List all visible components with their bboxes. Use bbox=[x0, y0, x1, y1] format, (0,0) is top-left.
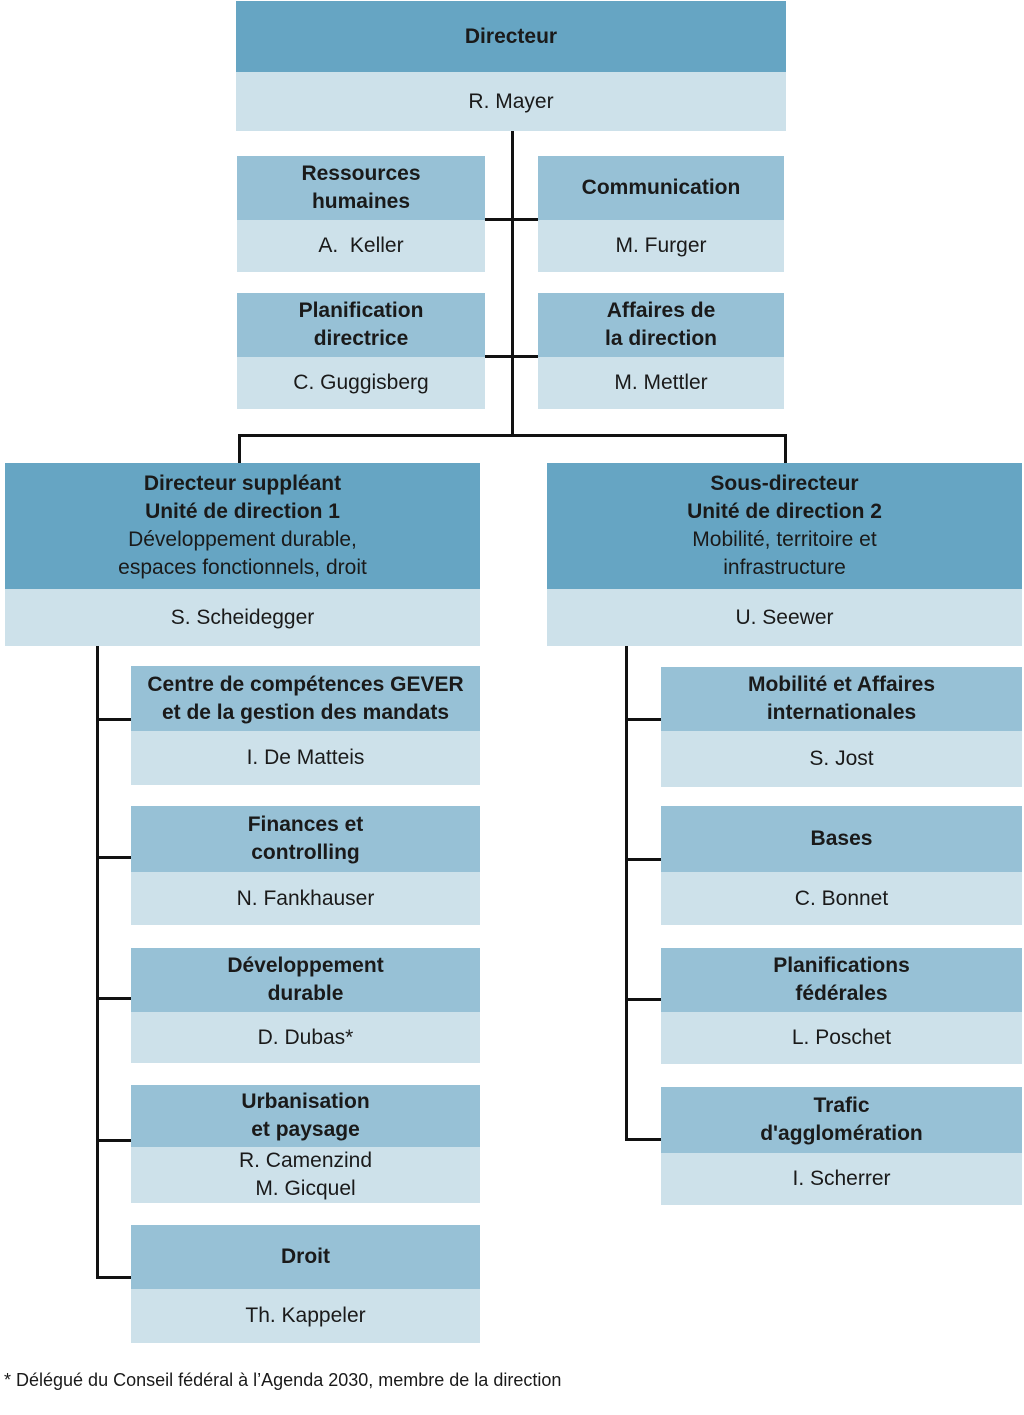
section-title: Planifications fédérales bbox=[661, 948, 1022, 1012]
unit2-drop bbox=[784, 434, 787, 464]
unit2-header: Sous-directeur Unité de direction 2 Mobi… bbox=[547, 463, 1022, 589]
unit1-spine bbox=[96, 645, 99, 1279]
section-name: I. De Matteis bbox=[131, 731, 480, 785]
unit1-branch-4 bbox=[96, 1139, 131, 1142]
staff-connector-2 bbox=[485, 355, 538, 358]
staff-name: M. Furger bbox=[538, 220, 784, 272]
trunk-line bbox=[511, 130, 514, 436]
staff-title: Ressources humaines bbox=[237, 156, 485, 220]
section-urbanisation: Urbanisation et paysage R. Camenzind M. … bbox=[131, 1085, 480, 1203]
unit1-branch-1 bbox=[96, 718, 131, 721]
unit1-branch-5 bbox=[96, 1276, 131, 1279]
director-name: R. Mayer bbox=[236, 72, 786, 131]
staff-box-planning: Planification directrice C. Guggisberg bbox=[237, 293, 485, 409]
section-title: Finances et controlling bbox=[131, 806, 480, 872]
unit1-drop bbox=[238, 434, 241, 464]
section-name: D. Dubas* bbox=[131, 1012, 480, 1063]
section-title: Mobilité et Affaires internationales bbox=[661, 667, 1022, 731]
section-title: Trafic d'agglomération bbox=[661, 1087, 1022, 1153]
unit1-branch-3 bbox=[96, 997, 131, 1000]
staff-name: M. Mettler bbox=[538, 357, 784, 409]
section-gever: Centre de compétences GEVER et de la ges… bbox=[131, 666, 480, 785]
unit1-box: Directeur suppléant Unité de direction 1… bbox=[5, 463, 480, 646]
unit2-box: Sous-directeur Unité de direction 2 Mobi… bbox=[547, 463, 1022, 646]
unit1-name: S. Scheidegger bbox=[5, 589, 480, 646]
footnote: * Délégué du Conseil fédéral à l’Agenda … bbox=[4, 1370, 562, 1390]
section-federal-planning: Planifications fédérales L. Poschet bbox=[661, 948, 1022, 1064]
staff-title: Communication bbox=[538, 156, 784, 220]
section-name: N. Fankhauser bbox=[131, 872, 480, 925]
section-name: Th. Kappeler bbox=[131, 1289, 480, 1343]
staff-box-communication: Communication M. Furger bbox=[538, 156, 784, 272]
unit1-header: Directeur suppléant Unité de direction 1… bbox=[5, 463, 480, 589]
section-title: Bases bbox=[661, 806, 1022, 872]
unit1-branch-2 bbox=[96, 856, 131, 859]
unit2-branch-4 bbox=[625, 1138, 661, 1141]
section-law: Droit Th. Kappeler bbox=[131, 1225, 480, 1343]
director-box: Directeur R. Mayer bbox=[236, 1, 786, 131]
section-mobility: Mobilité et Affaires internationales S. … bbox=[661, 667, 1022, 787]
section-name: R. Camenzind M. Gicquel bbox=[131, 1147, 480, 1203]
section-name: C. Bonnet bbox=[661, 872, 1022, 925]
director-title: Directeur bbox=[236, 1, 786, 72]
unit2-branch-1 bbox=[625, 718, 661, 721]
section-title: Urbanisation et paysage bbox=[131, 1085, 480, 1147]
unit2-branch-2 bbox=[625, 858, 661, 861]
section-title: Centre de compétences GEVER et de la ges… bbox=[131, 666, 480, 731]
section-title: Droit bbox=[131, 1225, 480, 1289]
section-name: S. Jost bbox=[661, 731, 1022, 787]
staff-name: A. Keller bbox=[237, 220, 485, 272]
staff-title: Affaires de la direction bbox=[538, 293, 784, 357]
staff-name: C. Guggisberg bbox=[237, 357, 485, 409]
section-finances: Finances et controlling N. Fankhauser bbox=[131, 806, 480, 925]
unit2-name: U. Seewer bbox=[547, 589, 1022, 646]
section-sustainable-development: Développement durable D. Dubas* bbox=[131, 948, 480, 1063]
unit2-branch-3 bbox=[625, 998, 661, 1001]
unit-bar bbox=[238, 434, 787, 437]
section-name: I. Scherrer bbox=[661, 1153, 1022, 1205]
section-title: Développement durable bbox=[131, 948, 480, 1012]
section-agglomeration-traffic: Trafic d'agglomération I. Scherrer bbox=[661, 1087, 1022, 1205]
staff-connector-1 bbox=[485, 218, 538, 221]
section-name: L. Poschet bbox=[661, 1012, 1022, 1064]
staff-box-hr: Ressources humaines A. Keller bbox=[237, 156, 485, 272]
section-bases: Bases C. Bonnet bbox=[661, 806, 1022, 925]
staff-box-affairs: Affaires de la direction M. Mettler bbox=[538, 293, 784, 409]
staff-title: Planification directrice bbox=[237, 293, 485, 357]
unit2-spine bbox=[625, 645, 628, 1141]
